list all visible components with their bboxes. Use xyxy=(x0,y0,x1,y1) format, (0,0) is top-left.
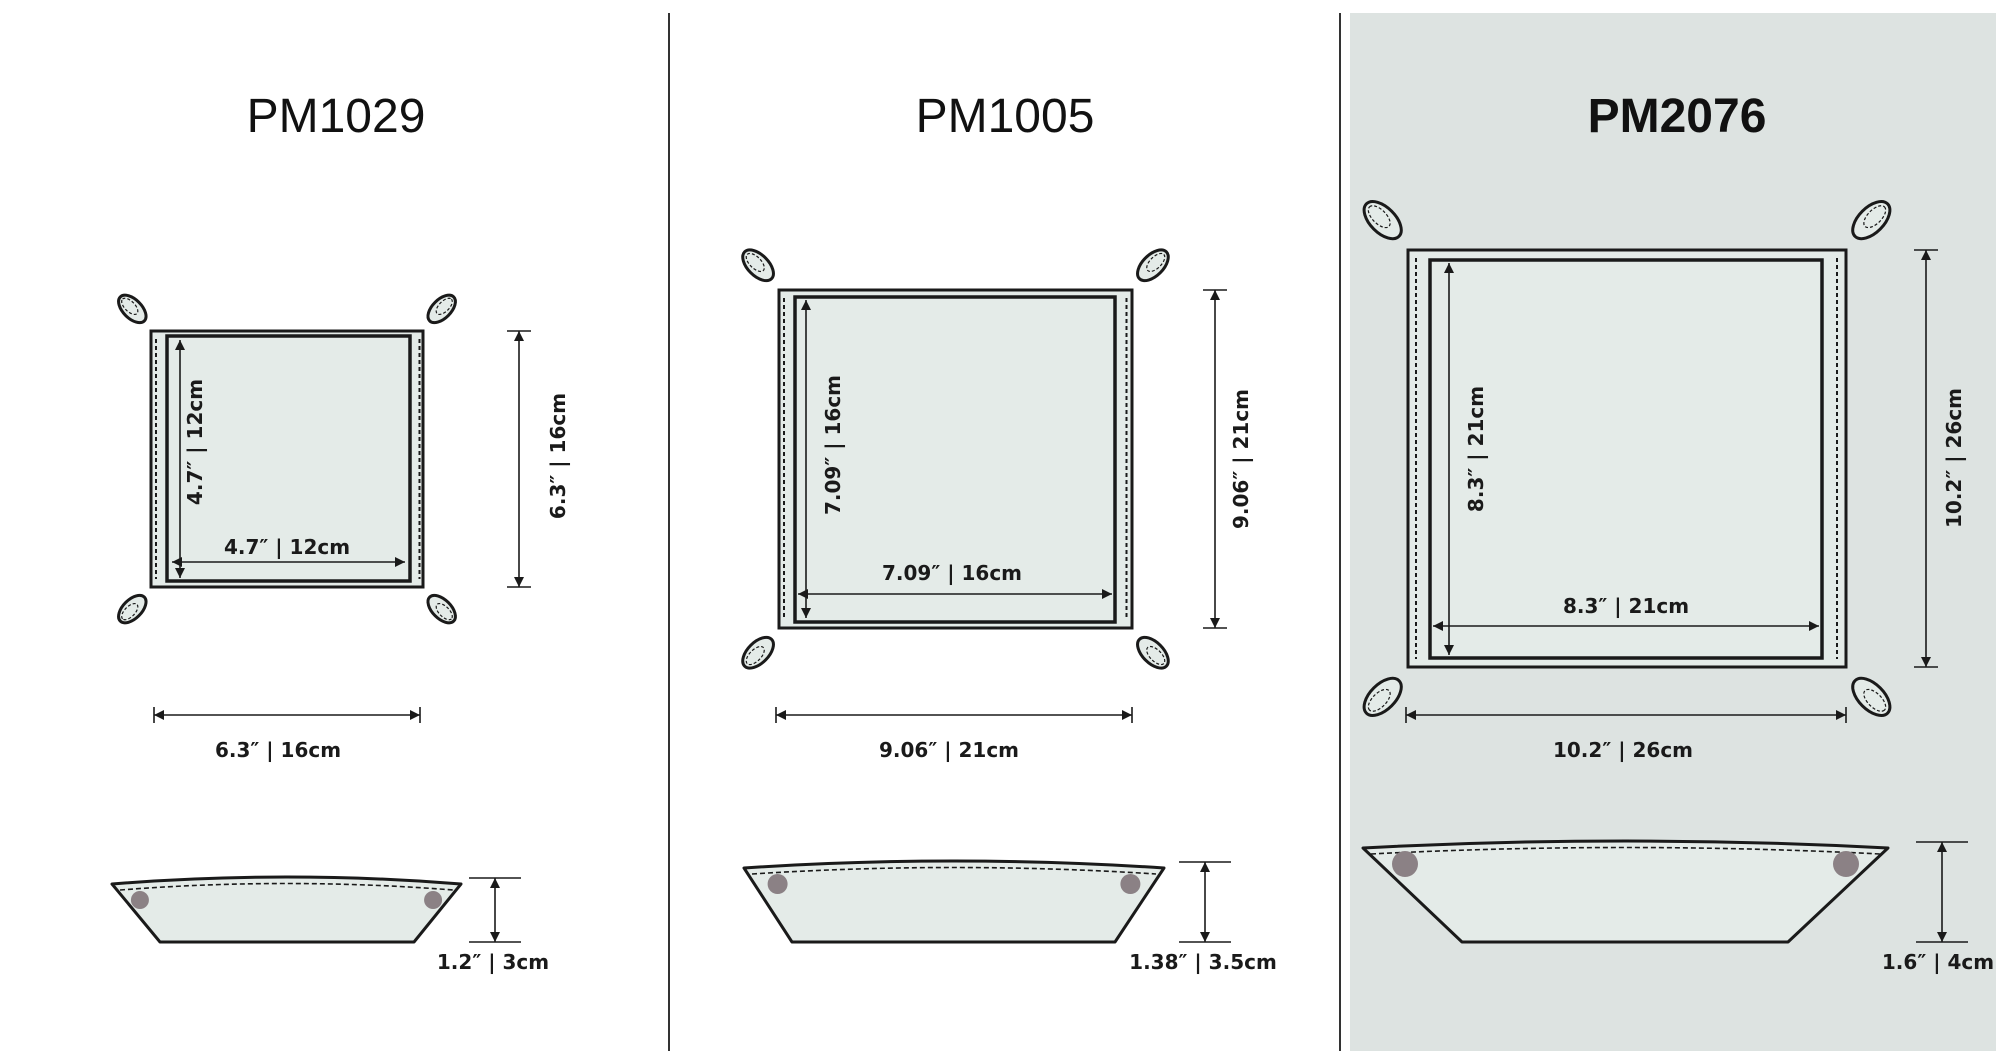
arrowhead xyxy=(514,331,524,341)
outer-width-label: 6.3″ | 16cm xyxy=(215,738,341,762)
inner-length-label: 8.3″ | 21cm xyxy=(1464,386,1488,512)
outer-length-dimension xyxy=(507,330,531,588)
rim-stitching xyxy=(119,882,454,891)
inner-width-label: 8.3″ | 21cm xyxy=(1563,594,1689,618)
snap-button xyxy=(767,874,788,894)
height-label: 1.38″ | 3.5cm xyxy=(1129,950,1277,974)
arrowhead xyxy=(1921,250,1931,260)
inner-width-label: 4.7″ | 12cm xyxy=(224,535,350,559)
height-label: 1.6″ | 4cm xyxy=(1882,950,1994,974)
arrowhead xyxy=(801,300,811,310)
arrowhead xyxy=(1921,657,1931,667)
arrowhead xyxy=(175,340,185,350)
tray-side-view xyxy=(742,859,1166,944)
height-dimension xyxy=(1179,861,1231,943)
corner-tab xyxy=(1851,676,1892,717)
arrowhead xyxy=(1122,710,1132,720)
model-title-pm2076: PM2076 xyxy=(1588,90,1767,143)
tab-stitching xyxy=(121,602,139,621)
inner-length-label: 7.09″ | 16cm xyxy=(821,375,845,515)
tray-inner-base xyxy=(793,295,1117,624)
arrowhead xyxy=(801,608,811,618)
inner-width-label: 7.09″ | 16cm xyxy=(882,561,1022,585)
inner-length-dimension xyxy=(175,340,185,578)
arrowhead xyxy=(514,577,524,587)
snap-button xyxy=(1392,851,1418,877)
tab-stitching xyxy=(1863,205,1887,229)
arrowhead xyxy=(1210,618,1220,628)
tray-side-view xyxy=(1361,839,1890,944)
inner-length-label: 4.7″ | 12cm xyxy=(183,379,207,505)
model-title-pm1005: PM1005 xyxy=(916,90,1095,143)
outer-length-dimension xyxy=(1914,249,1938,668)
arrowhead xyxy=(1937,842,1947,852)
tray-inner-base xyxy=(1428,258,1824,660)
arrowhead xyxy=(395,557,405,567)
inner-length-dimension xyxy=(801,300,811,618)
tray-side-body xyxy=(1361,839,1890,944)
outer-length-dimension xyxy=(1203,289,1227,629)
corner-tab xyxy=(741,248,775,283)
snap-button xyxy=(130,891,149,909)
arrowhead xyxy=(1200,862,1210,872)
outer-length-label: 6.3″ | 16cm xyxy=(546,393,570,519)
model-title-pm1029: PM1029 xyxy=(247,90,426,143)
tray-top-view xyxy=(741,248,1170,670)
corner-tab xyxy=(1136,635,1170,670)
corner-tab xyxy=(117,593,148,625)
tab-stitching xyxy=(1367,205,1391,229)
arrowhead xyxy=(490,932,500,942)
outer-width-dimension xyxy=(153,707,421,723)
arrowhead xyxy=(154,710,164,720)
outer-width-dimension xyxy=(1405,707,1847,723)
corner-tab xyxy=(1362,676,1403,717)
outer-width-label: 10.2″ | 26cm xyxy=(1553,738,1693,762)
arrowhead xyxy=(1937,932,1947,942)
tray-top-view xyxy=(1362,200,1892,717)
height-dimension xyxy=(1916,841,1968,943)
inner-length-dimension xyxy=(1444,263,1454,655)
arrowhead xyxy=(1406,710,1416,720)
outer-length-label: 10.2″ | 26cm xyxy=(1942,388,1966,528)
inner-width-dimension xyxy=(1433,621,1819,631)
arrowhead xyxy=(175,568,185,578)
arrowhead xyxy=(1102,589,1112,599)
arrowhead xyxy=(1210,290,1220,300)
corner-tab xyxy=(741,635,775,670)
arrowhead xyxy=(776,710,786,720)
corner-tab xyxy=(426,593,457,625)
arrowhead xyxy=(1809,621,1819,631)
corner-tab xyxy=(117,293,148,325)
corner-tab xyxy=(1362,200,1403,241)
tab-stitching xyxy=(1146,252,1166,273)
outer-length-label: 9.06″ | 21cm xyxy=(1229,389,1253,529)
outer-width-dimension xyxy=(775,707,1133,723)
tray-inner-base xyxy=(165,334,412,583)
snap-button xyxy=(1833,851,1859,877)
arrowhead xyxy=(1433,621,1443,631)
height-dimension xyxy=(469,877,521,943)
arrowhead xyxy=(1200,932,1210,942)
tab-stitching xyxy=(435,602,453,621)
tray-side-body xyxy=(110,875,463,944)
arrowhead xyxy=(1836,710,1846,720)
arrowhead xyxy=(1444,263,1454,273)
tab-stitching xyxy=(1367,688,1391,712)
arrowhead xyxy=(1444,645,1454,655)
height-label: 1.2″ | 3cm xyxy=(437,950,549,974)
corner-tab xyxy=(1851,200,1892,241)
snap-button xyxy=(1120,874,1141,894)
rim-stitching xyxy=(751,866,1157,875)
corner-tab xyxy=(1136,248,1170,283)
tab-stitching xyxy=(1863,688,1887,712)
tab-stitching xyxy=(121,297,139,316)
arrowhead xyxy=(490,878,500,888)
arrowhead xyxy=(410,710,420,720)
tray-top-view xyxy=(117,293,457,625)
snap-button xyxy=(424,891,443,909)
corner-tab xyxy=(426,293,457,325)
tray-side-body xyxy=(742,859,1166,944)
outer-width-label: 9.06″ | 21cm xyxy=(879,738,1019,762)
tray-side-view xyxy=(110,875,463,944)
